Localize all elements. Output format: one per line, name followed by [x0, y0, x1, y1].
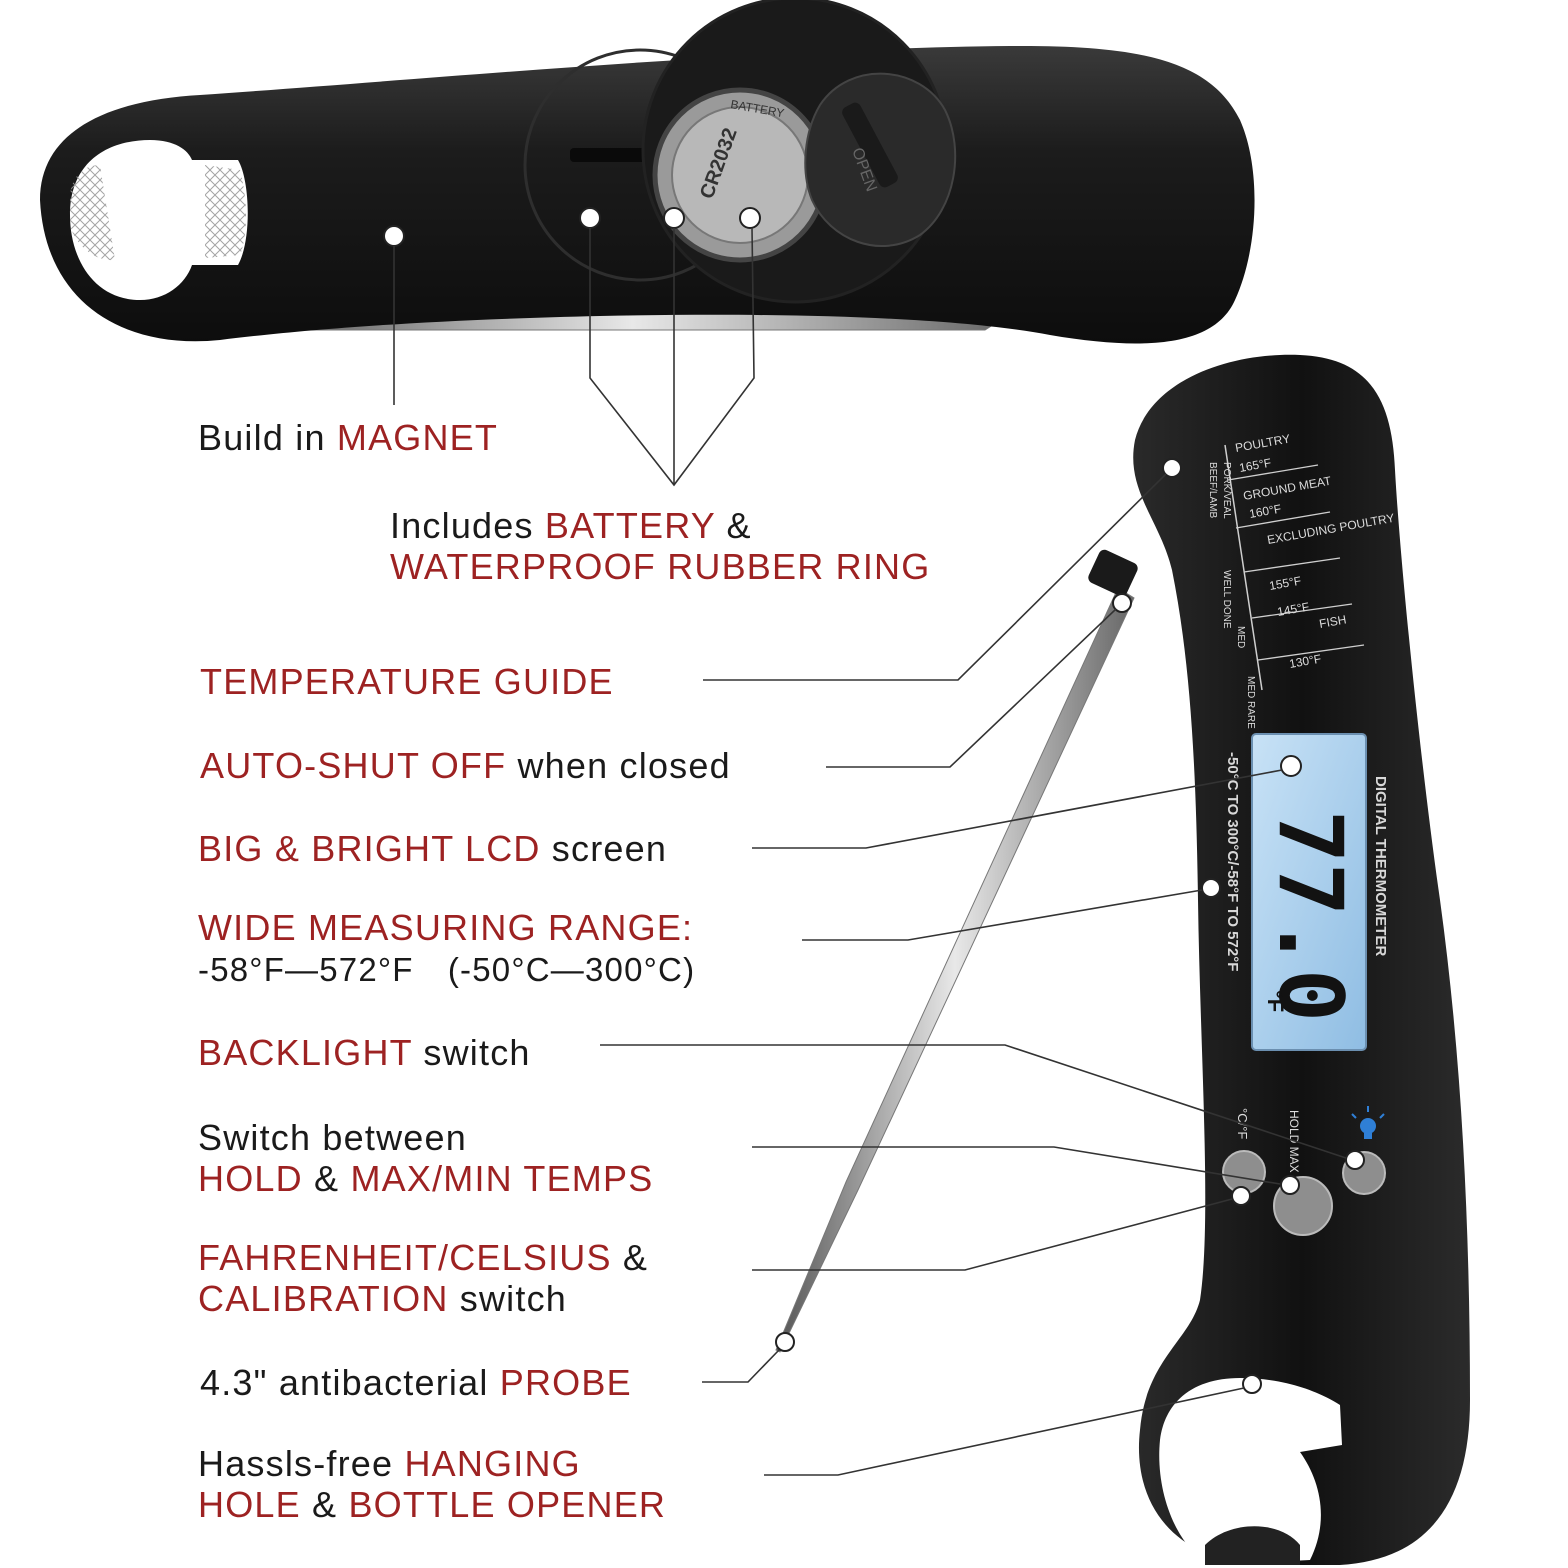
magnet-label-highlight: MAGNET — [336, 417, 499, 458]
top-opener-mesh-right — [205, 165, 246, 258]
battery-dot-2 — [663, 207, 685, 229]
guide-row-1: 165°F — [1238, 456, 1272, 475]
top-slot — [570, 148, 650, 162]
guide-side-1: BEEF/LAMB — [1207, 462, 1218, 518]
lcd-reading: 77.0 — [1259, 810, 1362, 1022]
range-dot — [1201, 878, 1221, 898]
magnet-label: Build in MAGNET — [198, 417, 498, 458]
guide-side-5: MED RARE — [1245, 676, 1256, 729]
light-bulb-icon — [1351, 1106, 1385, 1139]
hanging-line2-mid: & — [300, 1484, 349, 1525]
battery-line1-highlight: BATTERY — [544, 505, 716, 546]
backlight-dot — [1345, 1150, 1365, 1170]
hanging-line1-normal: Hassls-free — [198, 1443, 405, 1484]
autoshutoff-line — [826, 608, 1117, 768]
unit-dot — [1231, 1186, 1251, 1206]
lcd-normal: screen — [540, 828, 668, 869]
top-thermometer: CR2032 BATTERY OPEN — [40, 0, 1255, 344]
hanging-dot — [1242, 1374, 1262, 1394]
guide-dot — [1162, 458, 1182, 478]
hold-dot — [1280, 1175, 1300, 1195]
battery-label-text: Includes BATTERY & WATERPROOF RUBBER RIN… — [390, 505, 930, 587]
hold-label: Switch between HOLD & MAX/MIN TEMPS — [198, 1117, 653, 1199]
fahrenheit-line1-highlight: FAHRENHEIT/CELSIUS — [198, 1237, 612, 1278]
auto-shutoff-highlight: AUTO-SHUT OFF — [200, 745, 507, 786]
auto-shutoff-normal: when closed — [506, 745, 731, 786]
side-brand-text: DIGITAL THERMOMETER — [1372, 776, 1389, 956]
guide-row-5: 155°F — [1268, 574, 1302, 593]
guide-line — [703, 473, 1167, 681]
lcd-panel — [1251, 733, 1367, 1051]
guide-side-3: WELL DONE — [1221, 570, 1232, 629]
top-callout-lines — [393, 227, 755, 487]
fahrenheit-line2-normal: switch — [448, 1278, 567, 1319]
auto-shutoff-label: AUTO-SHUT OFF when closed — [200, 745, 731, 786]
lcd-screen: 77.0 °F — [1251, 733, 1367, 1051]
vertical-probe — [775, 587, 1135, 1353]
battery-face — [671, 106, 809, 244]
range-label: WIDE MEASURING RANGE: -58°F—572°F (-50°C… — [198, 907, 695, 990]
backlight-normal: switch — [412, 1032, 531, 1073]
battery-line1-tail: & — [715, 505, 752, 546]
battery-dot-1 — [579, 207, 601, 229]
probe-highlight: PROBE — [499, 1362, 632, 1403]
hanging-label: Hassls-free HANGING HOLE & BOTTLE OPENER — [198, 1443, 666, 1525]
magnet-label-normal: Build in — [198, 417, 337, 458]
hanging-line2-h2: BOTTLE OPENER — [348, 1484, 667, 1525]
vertical-opener-inner — [1205, 1526, 1300, 1565]
magnet-dot — [383, 225, 405, 247]
backlight-line — [600, 1044, 1347, 1159]
fahrenheit-label: FAHRENHEIT/CELSIUS & CALIBRATION switch — [198, 1237, 648, 1319]
autoshutoff-dot — [1112, 593, 1132, 613]
probe-hinge — [1088, 549, 1138, 597]
probe-normal: 4.3" antibacterial — [200, 1362, 500, 1403]
unit-line — [752, 1198, 1233, 1271]
vertical-bottle-opener-hole — [1159, 1378, 1342, 1565]
guide-row-6: 145°F — [1276, 600, 1310, 619]
hold-line1: Switch between — [198, 1117, 467, 1158]
guide-side-4: MED — [1235, 626, 1246, 648]
probe-label: 4.3" antibacterial PROBE — [200, 1362, 632, 1403]
hold-line2-h2: MAX/MIN TEMPS — [350, 1158, 654, 1199]
temp-guide-label: TEMPERATURE GUIDE — [200, 661, 614, 702]
battery-dot-3 — [739, 207, 761, 229]
battery-cap-slot — [842, 102, 898, 188]
guide-ticks — [1227, 464, 1365, 661]
hold-line — [752, 1146, 1281, 1185]
top-opener-mesh-left — [70, 165, 115, 261]
guide-row-7: FISH — [1318, 612, 1347, 631]
lcd-highlight: BIG & BRIGHT LCD — [198, 828, 541, 869]
battery-line1-normal: Includes — [390, 505, 545, 546]
guide-scale-line — [1224, 444, 1263, 691]
temp-guide-highlight: TEMPERATURE GUIDE — [200, 661, 614, 702]
hanging-line1-highlight: HANGING — [404, 1443, 581, 1484]
lcd-unit: °F — [1263, 990, 1288, 1012]
battery-line2-highlight: WATERPROOF RUBBER RING — [390, 546, 931, 587]
backlight-label: BACKLIGHT switch — [198, 1032, 531, 1073]
hanging-line2-h1: HOLE — [198, 1484, 301, 1525]
lcd-dot — [1280, 755, 1302, 777]
lcd-line — [752, 769, 1283, 849]
hanging-line — [764, 1387, 1245, 1476]
range-line — [802, 889, 1203, 941]
guide-row-8: 130°F — [1288, 652, 1322, 671]
guide-side-2: PORK/VEAL — [1221, 462, 1232, 519]
vertical-thermometer: POULTRY 165°F GROUND MEAT 160°F EXCLUDIN… — [775, 354, 1470, 1566]
range-highlight: WIDE MEASURING RANGE: — [198, 907, 694, 948]
lcd-label: BIG & BRIGHT LCD screen — [198, 828, 667, 869]
side-range-text: -50°C TO 300°C/-58°F TO 572°F — [1224, 752, 1241, 971]
fahrenheit-line1-tail: & — [611, 1237, 649, 1278]
hold-line2-h1: HOLD — [198, 1158, 303, 1199]
top-body — [40, 45, 1255, 344]
guide-row-3: 160°F — [1248, 502, 1282, 521]
hold-line2-mid: & — [302, 1158, 351, 1199]
probe-dot — [775, 1332, 795, 1352]
probe-line — [702, 1349, 780, 1383]
fahrenheit-line2-highlight: CALIBRATION — [198, 1278, 449, 1319]
range-line2: -58°F—572°F (-50°C—300°C) — [198, 951, 696, 988]
backlight-highlight: BACKLIGHT — [198, 1032, 413, 1073]
callout-lines — [600, 473, 1347, 1476]
